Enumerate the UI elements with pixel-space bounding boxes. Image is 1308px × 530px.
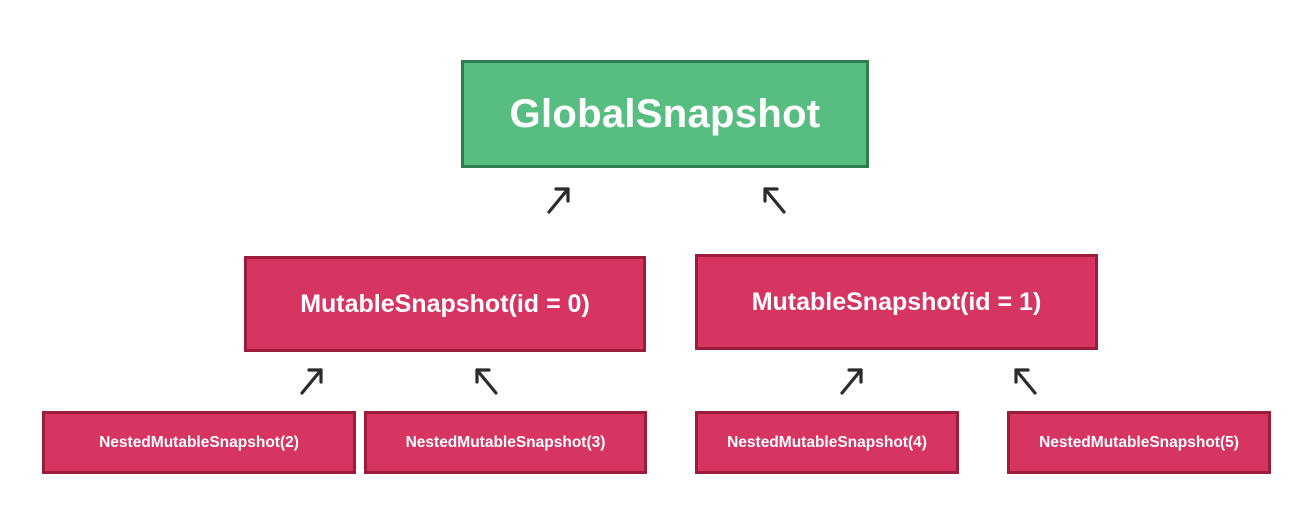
global-snapshot-node: GlobalSnapshot bbox=[461, 60, 869, 168]
arrow-icon bbox=[475, 368, 498, 395]
nested-snapshot-4-label: NestedMutableSnapshot(4) bbox=[727, 433, 927, 451]
arrow-icon bbox=[300, 368, 323, 395]
arrow-icon bbox=[840, 368, 863, 395]
mutable-snapshot-0-label: MutableSnapshot(id = 0) bbox=[300, 289, 590, 318]
nested-snapshot-5-node: NestedMutableSnapshot(5) bbox=[1007, 411, 1271, 474]
arrow-icon bbox=[1014, 368, 1037, 395]
nested-snapshot-3-node: NestedMutableSnapshot(3) bbox=[364, 411, 647, 474]
nested-snapshot-2-label: NestedMutableSnapshot(2) bbox=[99, 433, 299, 451]
arrow-icon bbox=[763, 187, 786, 214]
global-snapshot-label: GlobalSnapshot bbox=[509, 91, 821, 136]
mutable-snapshot-1-node: MutableSnapshot(id = 1) bbox=[695, 254, 1098, 350]
nested-snapshot-5-label: NestedMutableSnapshot(5) bbox=[1039, 433, 1239, 451]
arrow-icon bbox=[547, 187, 570, 214]
nested-snapshot-2-node: NestedMutableSnapshot(2) bbox=[42, 411, 356, 474]
mutable-snapshot-1-label: MutableSnapshot(id = 1) bbox=[751, 287, 1042, 316]
mutable-snapshot-0-node: MutableSnapshot(id = 0) bbox=[244, 256, 646, 352]
nested-snapshot-3-label: NestedMutableSnapshot(3) bbox=[405, 433, 606, 451]
nested-snapshot-4-node: NestedMutableSnapshot(4) bbox=[695, 411, 959, 474]
